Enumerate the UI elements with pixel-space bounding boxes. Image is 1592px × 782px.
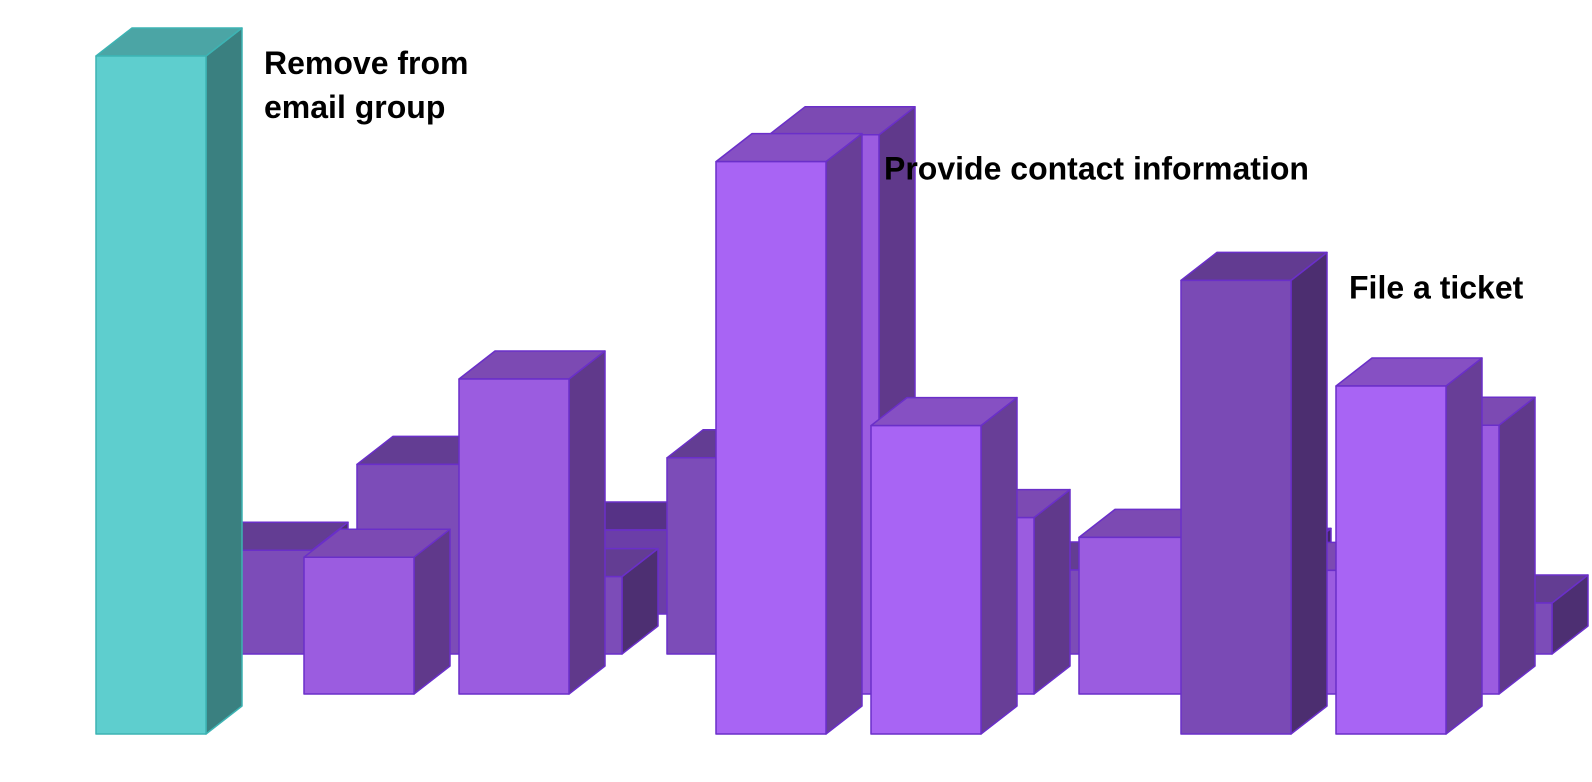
highlight-label-2: File a ticket xyxy=(1349,269,1524,305)
highlight-label-0-line-0: Remove from xyxy=(264,45,469,81)
highlight-label-0: Remove from email group xyxy=(264,45,469,125)
highlight-label-0-line-1: email group xyxy=(264,89,445,125)
bar-r1-c1 xyxy=(303,528,451,695)
highlight-bar-2 xyxy=(1180,251,1328,735)
highlight-label-2-line-0: File a ticket xyxy=(1349,269,1524,305)
highlight-label-1: Provide contact information xyxy=(884,151,1309,187)
highlight-bar-0 xyxy=(95,27,243,735)
highlight-label-1-line-0: Provide contact information xyxy=(884,151,1309,187)
bar-r1-c2 xyxy=(458,350,606,695)
bar-r0-c8 xyxy=(1335,357,1483,735)
highlight-bar-1 xyxy=(715,132,863,735)
bar-r0-c5 xyxy=(870,396,1018,735)
